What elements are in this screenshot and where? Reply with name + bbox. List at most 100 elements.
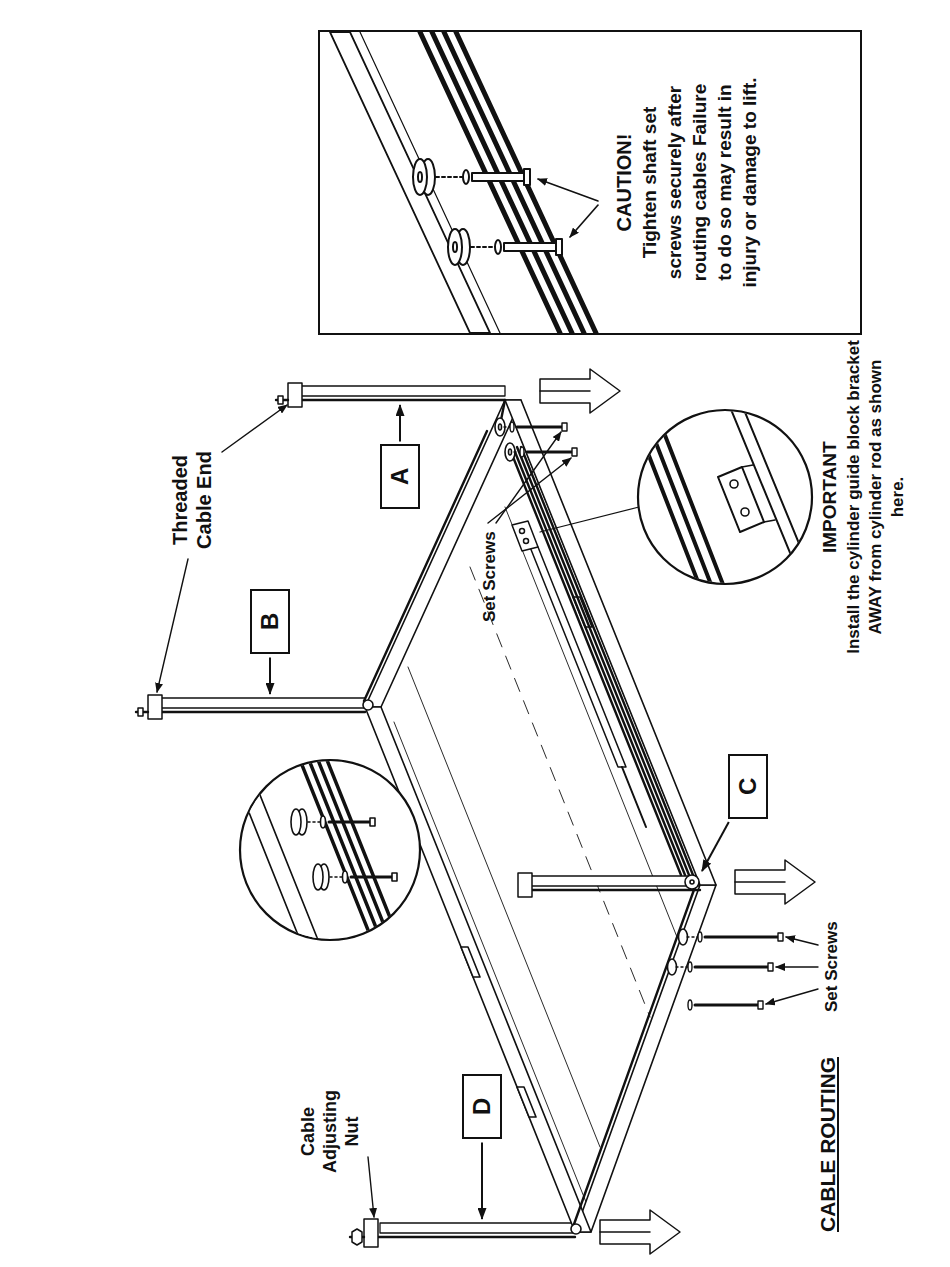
detail-inset-circle [321,816,326,828]
caution-illustration [495,240,501,254]
caution-illustration [436,176,462,178]
lift-cable [160,711,365,713]
post-bracket [136,383,532,1247]
set-screw [510,422,514,432]
post-bracket [364,1219,378,1247]
set-screw [676,966,688,967]
caution-heading: CAUTION! [612,74,637,292]
caution-illustration [538,179,598,201]
post-base [735,881,785,883]
callout-letter: A [385,468,415,485]
detail-inset-circle [741,508,749,516]
pulley [509,449,512,455]
callout-letter: C [733,778,763,795]
detail-inset-circle [330,876,342,878]
note-heading: IMPORTANT [818,441,841,553]
post-bracket [288,383,302,407]
pulley [679,929,688,945]
lift-frame [461,947,480,977]
lift-cable [300,399,505,401]
label-leader [488,458,571,523]
post-column [160,386,700,1233]
label-leader [496,432,561,523]
hydraulic-cylinder [512,521,538,551]
label-leader [222,405,287,452]
post-base [600,1231,650,1233]
lift-frame [575,885,716,1232]
caution-illustration [456,32,596,333]
pulley [499,424,502,430]
post-column [160,698,365,708]
callout-letter: B [255,613,285,630]
caution-illustration [472,173,524,181]
post-column [380,1223,575,1233]
post-bracket [518,873,532,897]
lift-cable [530,889,700,891]
part-label: Set Screws [480,531,500,622]
set-screw [527,451,572,454]
deck-lines [394,722,588,1207]
post-column [530,876,700,886]
detail-inset-circle [630,405,812,587]
detail-inset-circle [730,480,738,488]
detail-inset-circle [764,520,775,522]
label-leader [766,989,818,1004]
post-base [540,390,590,392]
cable-callout-box: D [462,1074,502,1139]
caution-illustration [448,229,462,265]
cable-callout-box: A [380,444,420,509]
caution-illustration [330,32,598,333]
caution-note: Tighten shaft set screws securely after … [637,74,762,292]
deck-lines [408,667,600,1147]
pulley [668,959,677,975]
detail-inset-circle [718,467,764,532]
callout-arrow [481,1143,483,1220]
callout-letter: D [467,1098,497,1115]
callout-arrow [399,405,401,442]
detail-inset-circle [392,873,397,881]
detail-inset-circle [308,821,320,823]
hydraulic-cylinder [530,547,626,767]
set-screw [572,448,577,456]
set-screw [698,932,702,942]
pulley [685,875,699,889]
caution-inset-panel: CAUTION!Tighten shaft set screws securel… [318,30,862,335]
detail-inset-circle [318,760,390,940]
set-screw [520,447,524,457]
post-bracket [148,695,162,719]
post-base [600,1210,680,1254]
set-screw [768,963,773,971]
part-label: Threaded Cable End [168,445,216,555]
post-base [540,369,815,1254]
hydraulic-cylinder [512,521,646,827]
caution-illustration [453,242,457,252]
post-base [540,369,620,413]
post-bracket [138,708,143,716]
label-leader [776,966,818,967]
detail-inset-circle [228,760,420,940]
set-screw [688,1000,692,1010]
caution-illustration [444,32,584,333]
detail-inset-circle [343,871,348,883]
detail-inset-circle [327,760,399,940]
detail-inset-circle [291,809,301,835]
part-label: Set Screws [822,921,842,1012]
note-text: Install the cylinder guide block bracket… [843,337,909,657]
callout-arrow [269,658,271,695]
lift-frame [365,400,521,707]
lift-frame [365,707,591,1232]
caution-illustration [471,246,494,248]
set-screw [562,423,567,431]
detail-inset-circle [370,818,375,826]
caution-illustration [524,169,530,185]
set-screw [688,962,692,972]
label-leader [786,937,818,945]
label-leader [157,405,818,1217]
caution-illustration [418,172,422,182]
detail-inset-circle [228,760,318,940]
detail-inset-circle [742,405,812,575]
post-column [300,386,505,396]
lift-frame [517,1087,536,1117]
caution-illustration [570,205,598,237]
